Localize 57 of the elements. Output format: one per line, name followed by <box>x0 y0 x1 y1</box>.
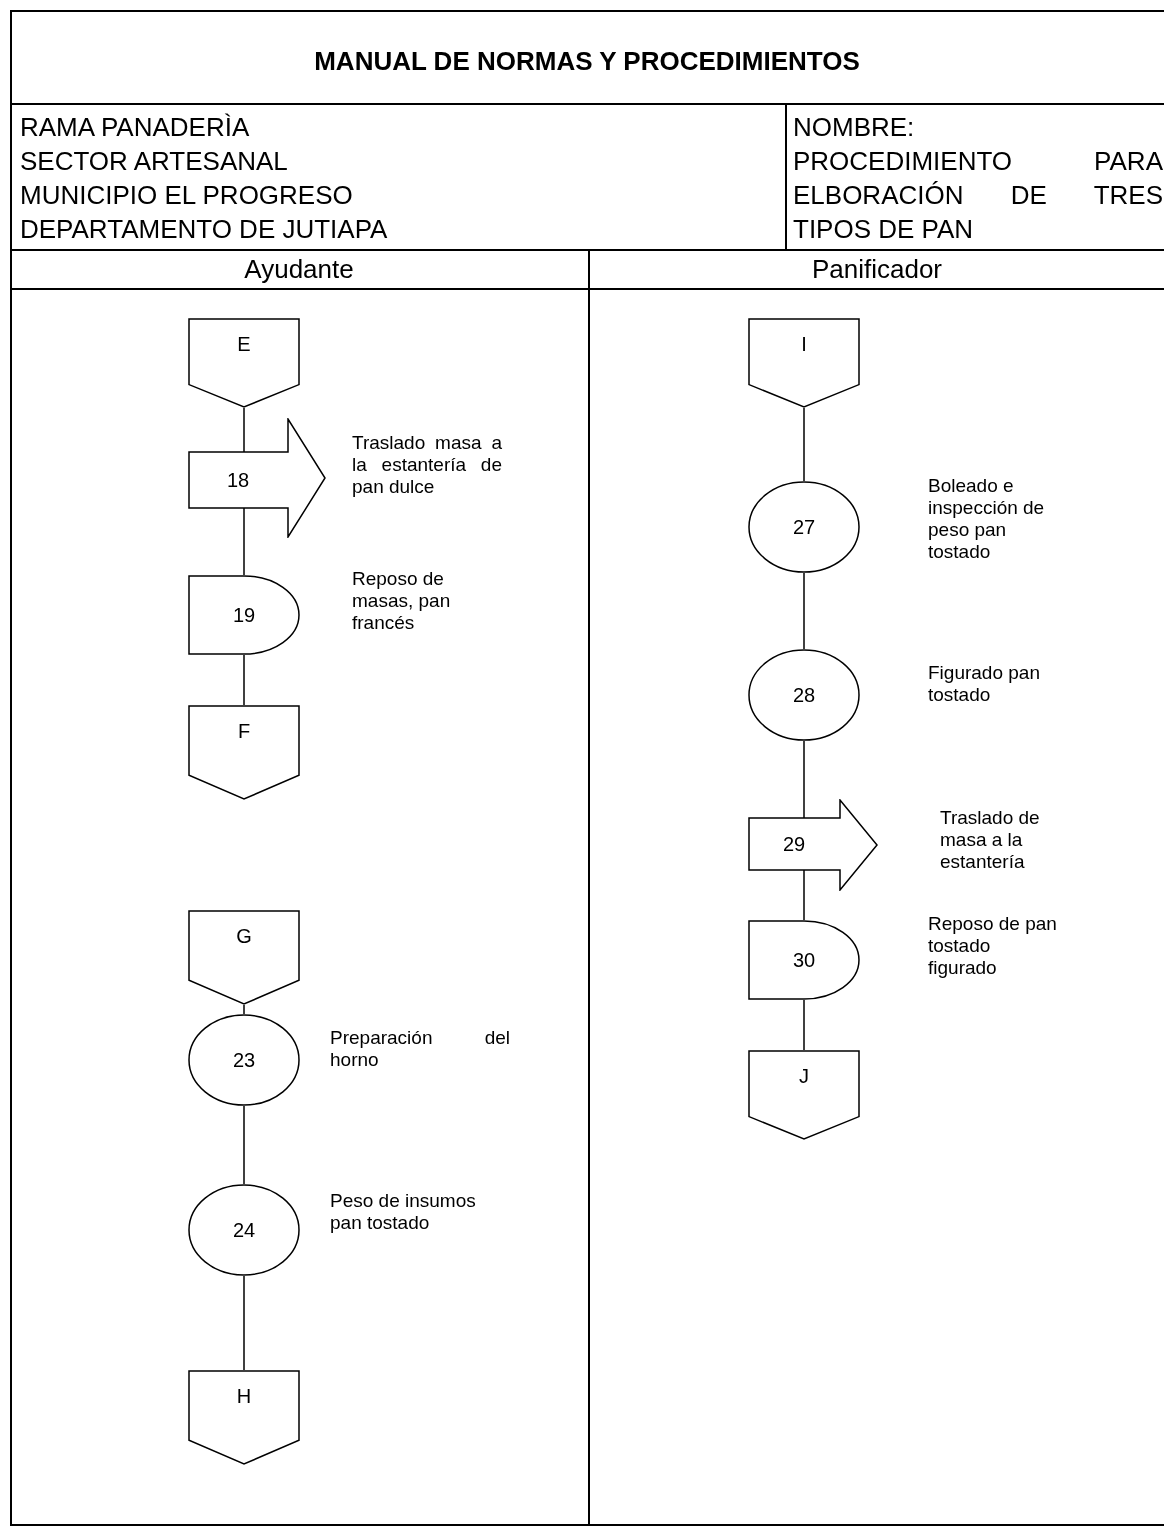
connector-line <box>803 407 805 482</box>
header-info: MUNICIPIO EL PROGRESO <box>20 179 354 212</box>
transport-symbol <box>188 418 326 538</box>
procedure-name: NOMBRE: <box>793 111 916 144</box>
connector-line <box>243 507 245 576</box>
step-description: Reposo de pan tostado figurado <box>928 913 1058 979</box>
off-page-connector <box>188 705 300 800</box>
step-number: H <box>236 1384 252 1408</box>
step-description: Reposo de masas, pan francés <box>352 568 452 634</box>
connector-line <box>803 740 805 819</box>
swimlane <box>10 250 590 1525</box>
step-number: 28 <box>792 683 816 707</box>
off-page-connector <box>188 1370 300 1465</box>
connector-line <box>243 1275 245 1371</box>
lane-header: Panificador <box>810 253 944 286</box>
step-description: Traslado de masa a la estantería <box>940 807 1041 873</box>
step-number: 24 <box>232 1218 256 1242</box>
connector-line <box>803 572 805 650</box>
step-number: 30 <box>792 948 816 972</box>
operation-circle <box>188 1014 300 1106</box>
off-page-connector <box>188 318 300 408</box>
step-description: Figurado pan tostado <box>928 662 1041 706</box>
step-number: G <box>236 924 252 948</box>
header-info: RAMA PANADERÌA <box>20 111 251 144</box>
lane-header: Ayudante <box>243 253 355 286</box>
connector-line <box>803 999 805 1051</box>
operation-circle <box>188 1184 300 1276</box>
procedure-name: PROCEDIMIENTO PARA ELBORACIÓN DE TRES TIPOS DE PAN <box>793 145 1163 246</box>
step-description: Traslado masa a la estantería de pan dulce <box>352 432 502 498</box>
connector-line <box>243 1105 245 1185</box>
step-number: 19 <box>232 603 256 627</box>
off-page-connector <box>748 1050 860 1140</box>
connector-line <box>803 869 805 921</box>
off-page-connector <box>188 910 300 1005</box>
step-number: E <box>237 332 251 356</box>
step-number: I <box>801 332 807 356</box>
operation-circle <box>748 649 860 741</box>
connector-line <box>243 654 245 706</box>
step-number: 23 <box>232 1048 256 1072</box>
header-info: SECTOR ARTESANAL <box>20 145 289 178</box>
step-number: 29 <box>782 832 806 856</box>
operation-circle <box>748 481 860 573</box>
transport-symbol <box>748 799 878 891</box>
step-description: Preparación del horno <box>330 1027 510 1071</box>
connector-line <box>243 407 245 453</box>
delay-shape <box>188 575 300 655</box>
delay-shape <box>748 920 860 1000</box>
step-description: Boleado e inspección de peso pan tostado <box>928 475 1046 563</box>
step-number: J <box>799 1064 809 1088</box>
step-number: 27 <box>792 515 816 539</box>
step-description: Peso de insumos pan tostado <box>330 1190 477 1234</box>
form-title: MANUAL DE NORMAS Y PROCEDIMIENTOS <box>10 10 1164 105</box>
step-number: 18 <box>226 468 250 492</box>
header-info: DEPARTAMENTO DE JUTIAPA <box>20 213 388 246</box>
connector-line <box>243 1004 245 1015</box>
step-number: F <box>237 719 251 743</box>
off-page-connector <box>748 318 860 408</box>
